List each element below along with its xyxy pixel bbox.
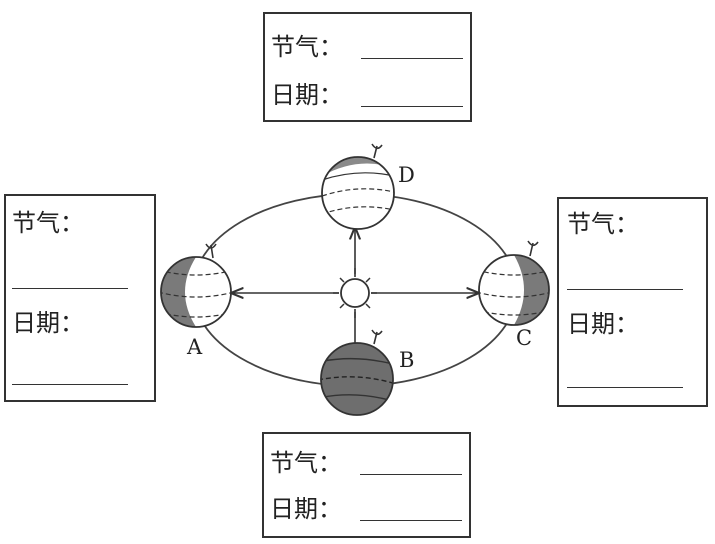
earth-globe-C xyxy=(476,241,560,325)
position-label-D: D xyxy=(398,163,415,187)
earth-globe-B xyxy=(318,330,396,415)
position-label-C: C xyxy=(516,326,532,350)
position-label-A: A xyxy=(186,335,203,359)
earth-globe-A xyxy=(150,244,234,327)
position-label-B: B xyxy=(399,348,414,372)
earth-globe-D xyxy=(322,144,394,229)
